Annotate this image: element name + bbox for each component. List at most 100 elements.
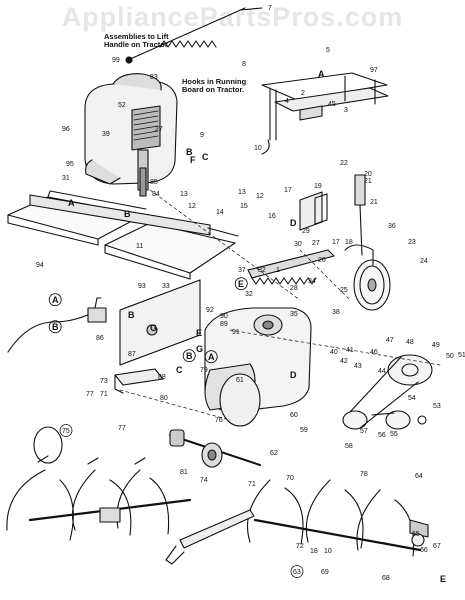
left-side-plate <box>119 279 201 366</box>
part-callout-60: 60 <box>290 412 298 419</box>
part-callout-13: 13 <box>238 189 246 196</box>
letter-ring <box>48 320 62 334</box>
reference-letter-F: F <box>190 155 196 165</box>
part-callout-81: 81 <box>180 469 188 476</box>
right-tine-assembly <box>246 479 429 557</box>
reference-letter-D: D <box>290 370 297 380</box>
part-callout-27: 27 <box>155 126 163 133</box>
part-callout-69: 69 <box>321 569 329 576</box>
axle-bearing-assembly <box>169 429 261 468</box>
part-callout-90: 90 <box>220 313 228 320</box>
reference-letter-A: A <box>318 69 325 79</box>
part-callout-88: 88 <box>158 374 166 381</box>
part-callout-38: 38 <box>332 309 340 316</box>
part-callout-17: 17 <box>284 187 292 194</box>
note-running-board-line1: Hooks in Running <box>182 77 247 86</box>
depth-bar <box>247 249 335 285</box>
part-callout-37: 37 <box>238 267 246 274</box>
reference-letter-B: B <box>128 310 135 320</box>
reference-letter-C: C <box>176 365 183 375</box>
part-callout-73: 73 <box>100 378 108 385</box>
part-callout-64: 64 <box>415 473 423 480</box>
part-callout-70: 70 <box>286 475 294 482</box>
reference-letter-E: E <box>238 279 244 289</box>
part-callout-77: 77 <box>118 425 126 432</box>
part-callout-57: 57 <box>360 428 368 435</box>
part-callout-14: 14 <box>216 209 224 216</box>
part-callout-53: 53 <box>433 403 441 410</box>
running-board-bracket <box>261 72 389 155</box>
note-running-board: Hooks in Running Board on Tractor. <box>182 78 246 94</box>
part-callout-26: 26 <box>318 257 326 264</box>
part-callout-10: 10 <box>254 145 262 152</box>
part-callout-93: 93 <box>138 283 146 290</box>
part-callout-4: 4 <box>285 98 289 105</box>
part-callout-40: 40 <box>330 349 338 356</box>
part-callout-92: 92 <box>206 307 214 314</box>
reference-letter-B: B <box>186 351 193 361</box>
part-callout-27: 27 <box>312 240 320 247</box>
drag-bar <box>165 509 255 565</box>
part-callout-5: 5 <box>326 47 330 54</box>
part-callout-74: 74 <box>200 477 208 484</box>
part-callout-68: 68 <box>382 575 390 582</box>
note-lift-handle-line1: Assemblies to Lift <box>104 32 169 41</box>
part-callout-65: 65 <box>412 531 420 538</box>
part-callout-52: 52 <box>118 102 126 109</box>
part-callout-95: 95 <box>66 161 74 168</box>
part-callout-78: 78 <box>360 471 368 478</box>
reference-letter-B: B <box>52 322 59 332</box>
part-callout-16: 16 <box>268 213 276 220</box>
part-callout-77: 77 <box>86 391 94 398</box>
part-callout-84: 84 <box>152 191 160 198</box>
part-callout-86: 86 <box>96 335 104 342</box>
reference-letter-A: A <box>52 295 59 305</box>
part-callout-85: 85 <box>150 179 158 186</box>
drive-belt-pulleys <box>342 354 433 430</box>
part-callout-67: 67 <box>433 543 441 550</box>
letter-ring <box>48 293 62 307</box>
part-callout-97: 97 <box>370 67 378 74</box>
part-callout-62: 62 <box>270 450 278 457</box>
part-callout-61: 61 <box>236 377 244 384</box>
part-callout-41: 41 <box>346 347 354 354</box>
engine <box>84 73 178 197</box>
part-callout-24: 24 <box>420 258 428 265</box>
safety-switch-cable <box>7 297 107 353</box>
part-callout-89: 89 <box>220 321 228 328</box>
part-callout-23: 23 <box>408 239 416 246</box>
part-callout-58: 58 <box>345 443 353 450</box>
part-callout-56: 56 <box>378 432 386 439</box>
part-callout-39: 39 <box>102 131 110 138</box>
part-callout-91: 91 <box>232 329 240 336</box>
part-callout-31: 31 <box>62 175 70 182</box>
note-lift-handle: Assemblies to Lift Handle on Tractor <box>104 33 169 49</box>
lift-spring-assembly <box>125 7 263 64</box>
part-callout-51: 51 <box>458 352 465 359</box>
part-callout-11: 11 <box>136 243 143 250</box>
part-callout-99: 99 <box>112 57 120 64</box>
part-callout-71: 71 <box>100 391 108 398</box>
part-callout-82: 82 <box>258 267 266 274</box>
part-callout-22: 22 <box>340 160 348 167</box>
part-callout-30: 30 <box>294 241 302 248</box>
part-callout-13: 13 <box>180 191 188 198</box>
reference-letter-A: A <box>208 352 215 362</box>
part-callout-87: 87 <box>128 351 136 358</box>
part-callout-47: 47 <box>386 337 394 344</box>
part-callout-17: 17 <box>332 239 340 246</box>
part-callout-25: 25 <box>340 287 348 294</box>
reference-letter-A: A <box>68 198 75 208</box>
right-mount-bracket <box>299 191 328 231</box>
part-callout-3: 3 <box>344 107 348 114</box>
part-callout-21: 21 <box>364 178 372 185</box>
part-callout-48: 48 <box>406 339 414 346</box>
part-callout-2: 2 <box>301 90 305 97</box>
part-callout-32: 32 <box>245 291 253 298</box>
part-callout-10: 10 <box>324 548 332 555</box>
reference-letter-C: C <box>202 152 209 162</box>
part-callout-96: 96 <box>62 126 70 133</box>
